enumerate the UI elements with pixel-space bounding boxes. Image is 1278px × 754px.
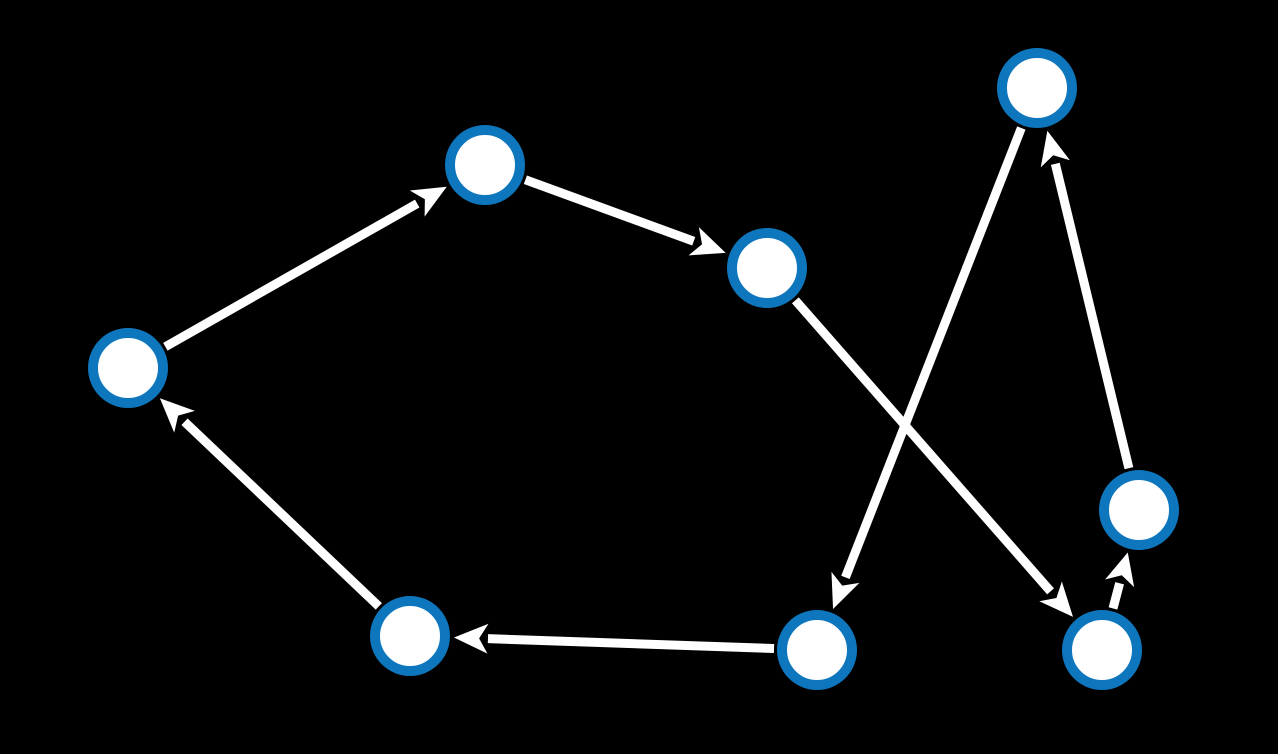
graph-node-n6[interactable] (1062, 610, 1142, 690)
nodes-layer (88, 48, 1179, 690)
edge-shaft (841, 126, 1026, 580)
graph-node-n1[interactable] (88, 328, 168, 408)
node-circle-icon (88, 328, 168, 408)
edge-shaft (181, 418, 382, 610)
node-circle-icon (777, 610, 857, 690)
graph-edge-n7-to-n8[interactable] (453, 623, 775, 654)
graph-node-n4[interactable] (997, 48, 1077, 128)
edge-shaft (791, 297, 1054, 595)
graph-edge-n5-to-n4[interactable] (1040, 130, 1134, 470)
graph-edge-n1-to-n2[interactable] (163, 186, 447, 351)
edge-arrowhead (1105, 552, 1135, 588)
edge-arrowhead (831, 571, 860, 610)
graph-edge-n8-to-n1[interactable] (159, 398, 382, 610)
graph-node-n5[interactable] (1099, 470, 1179, 550)
graph-node-n2[interactable] (445, 125, 525, 205)
edge-arrowhead (453, 623, 489, 654)
graph-node-n3[interactable] (727, 228, 807, 308)
graph-edge-n4-to-n7[interactable] (831, 126, 1026, 610)
edge-shaft (487, 634, 775, 654)
graph-edge-n2-to-n3[interactable] (523, 175, 726, 256)
graph-node-n7[interactable] (777, 610, 857, 690)
edge-shaft (1050, 162, 1134, 470)
edge-arrowhead (159, 398, 195, 433)
edge-arrowhead (1039, 581, 1073, 617)
graph-node-n8[interactable] (370, 596, 450, 676)
node-circle-icon (1099, 470, 1179, 550)
edge-shaft (1108, 582, 1124, 610)
edge-arrowhead (688, 227, 726, 256)
node-circle-icon (997, 48, 1077, 128)
edges-layer (159, 126, 1135, 654)
node-circle-icon (445, 125, 525, 205)
edge-arrowhead (1040, 130, 1070, 168)
graph-edge-n3-to-n6[interactable] (791, 297, 1073, 617)
node-circle-icon (727, 228, 807, 308)
graph-edge-n6-to-n5[interactable] (1105, 552, 1135, 610)
node-circle-icon (370, 596, 450, 676)
edge-shaft (523, 175, 696, 246)
edge-arrowhead (409, 186, 447, 217)
edge-shaft (163, 199, 420, 351)
node-circle-icon (1062, 610, 1142, 690)
